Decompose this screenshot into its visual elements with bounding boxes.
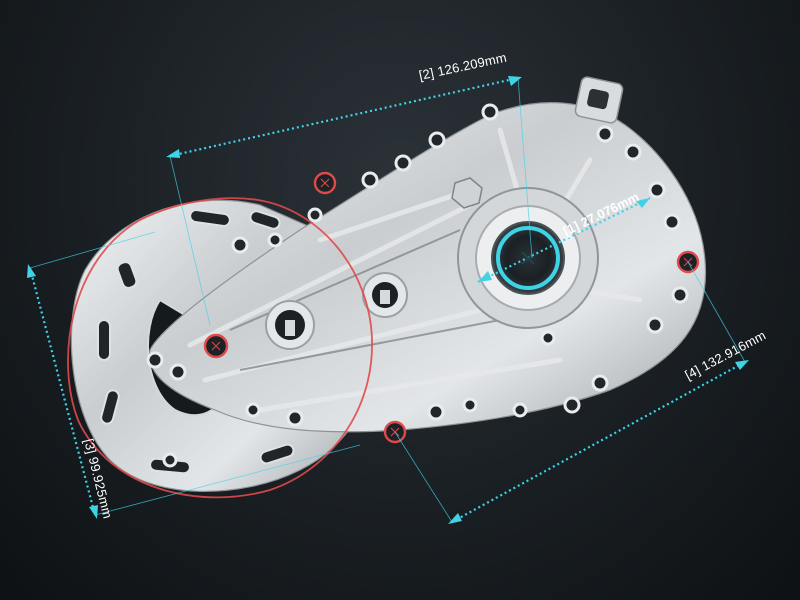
measurement-3-extension-bottom (94, 444, 361, 516)
measurement-2-arrow-start (166, 149, 180, 158)
keyhole-hole-right (362, 272, 408, 318)
measurement-2-extension-left (169, 155, 211, 326)
measurement-4-line (451, 361, 746, 523)
hex-nut (451, 177, 483, 209)
measurement-2-arrow-end (508, 76, 522, 86)
measurement-4-extension-right (687, 261, 746, 363)
measurement-3-extension-top (29, 231, 156, 269)
keyhole-hole-left (265, 300, 315, 350)
measurement-3-arrow-start (27, 264, 36, 278)
measurement-2-label: [2] 126.209mm (418, 50, 508, 83)
measurement-2-extension-right (517, 77, 533, 259)
flange-measured-arc[interactable] (67, 197, 373, 499)
measurement-1-line (477, 197, 651, 283)
bolt-holes (146, 103, 689, 468)
measurement-4-arrow-start (448, 513, 462, 524)
housing-part[interactable] (67, 76, 707, 499)
measurement-4-arrow-end (735, 360, 749, 370)
bore-measured-circle[interactable] (496, 226, 560, 290)
measurement-1-arrow-end (636, 198, 650, 208)
measurement-3-arrow-end (89, 505, 98, 519)
measurement-1-arrow-start (478, 271, 492, 282)
measurement-4-label: [4] 132.916mm (682, 327, 768, 382)
measurement-4-extension-left (394, 431, 453, 523)
